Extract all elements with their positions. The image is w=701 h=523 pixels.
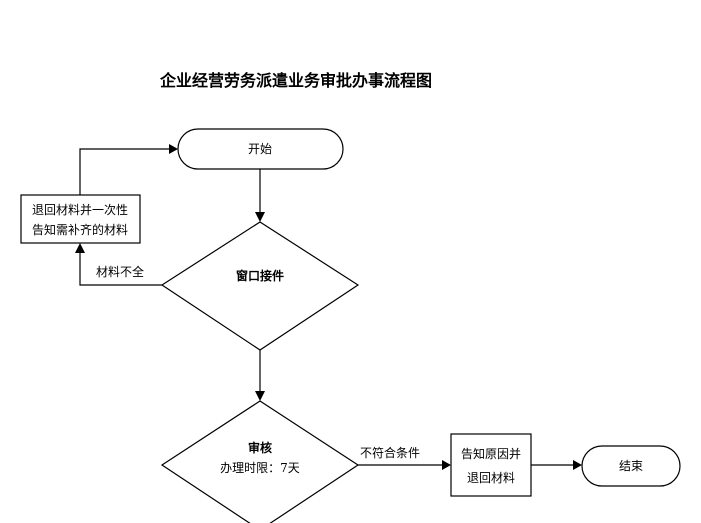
notify-reason-line-1: 告知原因并 <box>461 447 521 461</box>
arrowhead-intake-to-review <box>255 391 265 401</box>
start-label: 开始 <box>248 142 272 156</box>
notify-reason-line-2: 退回材料 <box>467 471 515 485</box>
end-terminator <box>581 445 681 487</box>
connector-intake-to-return <box>79 252 162 286</box>
end-label: 结束 <box>619 459 643 473</box>
return-notify-line-2: 告知需补齐的材料 <box>32 222 128 237</box>
return-notify-line-1: 退回材料并一次性 <box>32 203 128 217</box>
arrowhead-review-to-notify <box>442 460 451 470</box>
review-time-limit: 办理时限：7天 <box>220 460 300 475</box>
edge-label-not-eligible: 不符合条件 <box>360 445 420 460</box>
arrowhead-start-to-intake <box>255 212 265 222</box>
review-title: 审核 <box>248 440 272 455</box>
return-notify-process <box>20 194 141 244</box>
review-decision <box>160 400 360 523</box>
notify-reason-process <box>450 433 532 497</box>
diagram-title: 企业经营劳务派遣业务审批办事流程图 <box>159 71 432 90</box>
window-intake-decision <box>160 221 360 351</box>
window-intake-label: 窗口接件 <box>236 268 284 283</box>
edge-label-incomplete-materials: 材料不全 <box>96 264 144 279</box>
arrowhead-return-to-start <box>169 144 178 154</box>
connector-return-to-start <box>79 148 170 195</box>
arrowhead-intake-to-return <box>75 243 85 253</box>
arrowhead-notify-to-end <box>573 460 582 470</box>
